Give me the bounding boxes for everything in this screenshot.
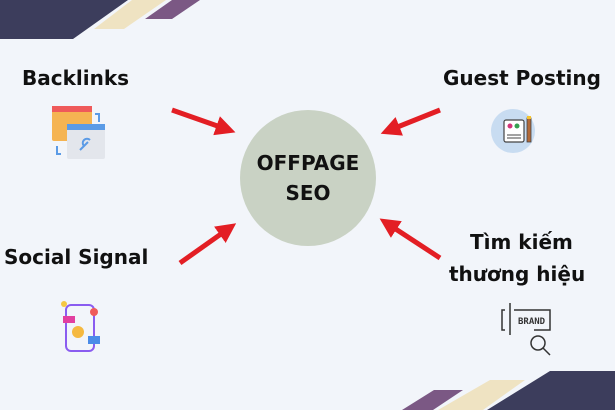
offpage-seo-circle: OFFPAGE SEO xyxy=(240,110,376,246)
bottom-cream-stripe xyxy=(438,380,525,410)
arrow-backlinks xyxy=(171,107,236,136)
top-cream-stripe xyxy=(94,0,166,29)
arrow-guest-posting xyxy=(380,107,441,136)
center-title-line1: OFFPAGE xyxy=(256,151,360,175)
social-media-phone-icon xyxy=(61,301,100,352)
arrow-social-signal xyxy=(178,223,237,266)
arrow-brand-search xyxy=(379,218,442,261)
node-brand-search-line2: thương hiệu xyxy=(449,262,586,286)
bottom-dark-stripe xyxy=(487,371,615,410)
brand-magnifier-icon xyxy=(501,303,551,356)
node-guest-posting: Guest Posting xyxy=(443,66,601,90)
node-brand-search-line1: Tìm kiếm xyxy=(470,230,573,254)
top-dark-stripe xyxy=(0,0,128,39)
browser-link-icon xyxy=(52,106,105,159)
node-backlinks: Backlinks xyxy=(22,66,130,90)
node-social-signal: Social Signal xyxy=(4,245,149,269)
top-purple-stripe xyxy=(145,0,200,19)
brand-text: BRAND xyxy=(518,317,546,327)
center-title-line2: SEO xyxy=(285,181,331,205)
document-pencil-icon xyxy=(491,109,535,153)
bottom-purple-stripe xyxy=(402,390,463,410)
